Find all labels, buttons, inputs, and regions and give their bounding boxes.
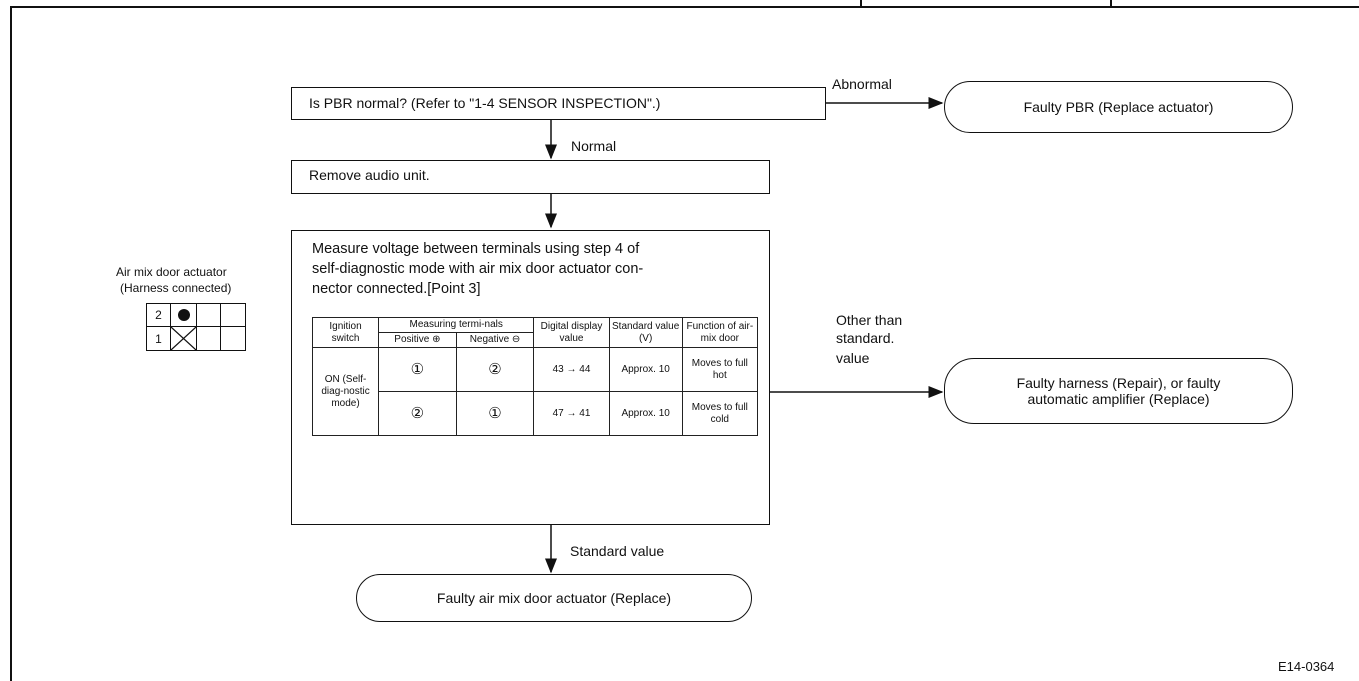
header-negative: Negative ⊖ — [455, 332, 535, 348]
frame-top-border — [10, 6, 1359, 8]
cell-ignition-on: ON (Self-diag-nostic mode) — [311, 347, 380, 436]
measure-voltage-box: Measure voltage between terminals using … — [291, 230, 770, 525]
cell-standard: Approx. 10 — [608, 391, 683, 436]
cell-digital: 43 → 44 — [533, 347, 610, 392]
cell-function: Moves to full hot — [681, 347, 759, 392]
measure-text-line3: nector connected.[Point 3] — [312, 281, 481, 297]
faulty-actuator-text: Faulty air mix door actuator (Replace) — [436, 590, 672, 606]
measure-text-line1: Measure voltage between terminals using … — [312, 241, 640, 257]
connector-pin-1: 1 — [146, 326, 171, 351]
branch-label-standard-value: Standard value — [570, 543, 665, 559]
connector-title-line2: (Harness connected) — [120, 281, 232, 295]
figure-code: E14-0364 — [1278, 659, 1335, 674]
faulty-harness-text-line2: automatic amplifier (Replace) — [1027, 391, 1210, 407]
measurement-spec-table: Ignition switch Measuring termi-nals Dig… — [311, 317, 759, 436]
connector-pin-empty — [220, 303, 246, 327]
faulty-pbr-result: Faulty PBR (Replace actuator) — [944, 81, 1293, 133]
branch-label-other-line1: Other than — [836, 312, 903, 328]
header-standard-value: Standard value (V) — [608, 317, 683, 348]
connector-pin-empty — [220, 326, 246, 351]
cell-function: Moves to full cold — [681, 391, 759, 436]
faulty-harness-result: Faulty harness (Repair), or faulty autom… — [944, 358, 1293, 424]
connector-pin-empty — [196, 303, 221, 327]
header-function: Function of air-mix door — [681, 317, 759, 348]
cell-digital: 47 → 41 — [533, 391, 610, 436]
frame-left-border — [10, 6, 12, 681]
faulty-pbr-text: Faulty PBR (Replace actuator) — [1023, 99, 1214, 115]
cell-negative: ① — [455, 391, 535, 436]
faulty-actuator-result: Faulty air mix door actuator (Replace) — [356, 574, 752, 622]
branch-label-other-line2: standard. — [836, 330, 895, 346]
branch-label-other-line3: value — [836, 350, 870, 366]
header-ignition-switch: Ignition switch — [311, 317, 380, 348]
connector-pin-empty — [196, 326, 221, 351]
header-measuring-terminals: Measuring termi-nals — [378, 317, 535, 333]
pbr-question-text: Is PBR normal? (Refer to "1-4 SENSOR INS… — [309, 95, 661, 111]
faulty-harness-text-line1: Faulty harness (Repair), or faulty — [1016, 375, 1221, 391]
cell-positive: ② — [378, 391, 457, 436]
cross-box-icon — [171, 327, 196, 350]
pbr-question-box: Is PBR normal? (Refer to "1-4 SENSOR INS… — [291, 87, 826, 120]
cell-negative: ② — [455, 347, 535, 392]
connector-title-line1: Air mix door actuator — [116, 265, 227, 279]
connector-pin-2: 2 — [146, 303, 171, 327]
branch-label-abnormal: Abnormal — [832, 76, 892, 92]
branch-label-normal: Normal — [571, 138, 617, 154]
header-digital-display: Digital display value — [533, 317, 610, 348]
remove-audio-text: Remove audio unit. — [309, 167, 430, 183]
remove-audio-box: Remove audio unit. — [291, 160, 770, 194]
frame-notch — [860, 0, 862, 8]
connector-diagram: 2 1 — [146, 303, 246, 351]
connector-pin-filled — [170, 303, 197, 327]
measure-text-line2: self-diagnostic mode with air mix door a… — [312, 261, 644, 277]
connector-pin-crossed — [170, 326, 197, 351]
filled-circle-icon — [177, 309, 190, 321]
cell-standard: Approx. 10 — [608, 347, 683, 392]
frame-notch — [1110, 0, 1112, 8]
header-positive: Positive ⊕ — [378, 332, 457, 348]
cell-positive: ① — [378, 347, 457, 392]
